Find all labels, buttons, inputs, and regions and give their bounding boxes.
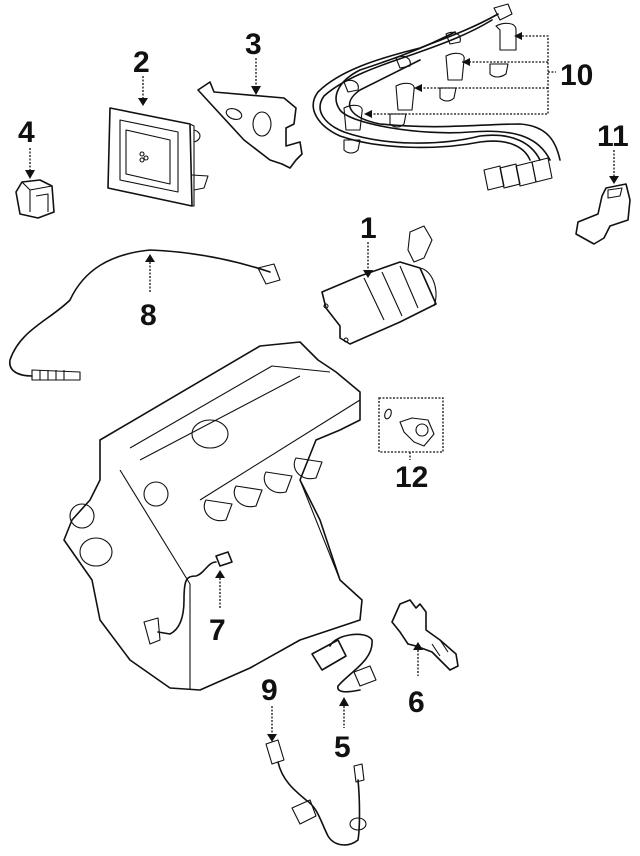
part-2-ecm[interactable] (107, 107, 209, 207)
part-7-knock-sensor[interactable] (143, 551, 233, 645)
callout-1: 1 (360, 212, 377, 278)
part-10-plug-wires[interactable] (312, 3, 561, 191)
callout-7-label: 7 (209, 614, 226, 647)
callout-9-arrow (267, 734, 277, 742)
callout-12-label: 12 (395, 461, 428, 494)
callout-10-arrow-2 (462, 58, 470, 66)
callout-7: 7 (209, 570, 226, 647)
callout-1-arrow (363, 270, 373, 278)
callout-10-label: 10 (560, 59, 593, 92)
callout-1-label: 1 (360, 212, 377, 245)
callout-3-label: 3 (245, 28, 262, 61)
callout-9-label: 9 (261, 674, 278, 707)
callout-11: 11 (597, 120, 629, 184)
part-1-coil-pack[interactable] (321, 225, 437, 345)
callout-5: 5 (334, 697, 351, 764)
part-4-relay[interactable] (15, 179, 55, 219)
callout-6-label: 6 (408, 686, 425, 719)
callout-3: 3 (245, 28, 262, 95)
part-11-module[interactable] (575, 183, 631, 245)
part-6-bracket[interactable] (391, 599, 459, 671)
callout-10-arrow-4 (364, 110, 372, 118)
callout-8-label: 8 (140, 299, 157, 332)
callout-4-label: 4 (18, 116, 35, 149)
engine-block (63, 341, 363, 691)
callout-10-arrow-1 (514, 32, 522, 40)
part-9-oxygen-sensor[interactable] (265, 739, 367, 846)
callout-2-arrow (138, 98, 148, 106)
callout-6: 6 (408, 642, 425, 719)
callout-7-arrow (215, 570, 225, 578)
callout-8-arrow (145, 254, 155, 262)
part-5-cam-sensor[interactable] (311, 633, 377, 693)
callout-5-arrow (339, 697, 349, 706)
callout-10: 10 (364, 32, 593, 118)
part-8-oxygen-sensor[interactable] (9, 249, 281, 381)
callout-4-arrow (25, 170, 35, 179)
callout-6-arrow (413, 642, 423, 650)
callout-4: 4 (18, 116, 35, 179)
callout-12: 12 (395, 452, 428, 494)
callout-2-label: 2 (133, 46, 150, 79)
callout-9: 9 (261, 674, 278, 742)
callout-3-arrow (251, 86, 261, 95)
callout-5-label: 5 (334, 731, 351, 764)
callout-2: 2 (133, 46, 150, 106)
part-3-bracket[interactable] (197, 81, 303, 169)
callout-8: 8 (140, 254, 157, 332)
part-12-sensor-kit[interactable] (378, 397, 444, 453)
callout-11-label: 11 (597, 120, 629, 153)
callout-10-arrow-3 (414, 84, 422, 92)
callout-11-arrow (609, 176, 619, 184)
